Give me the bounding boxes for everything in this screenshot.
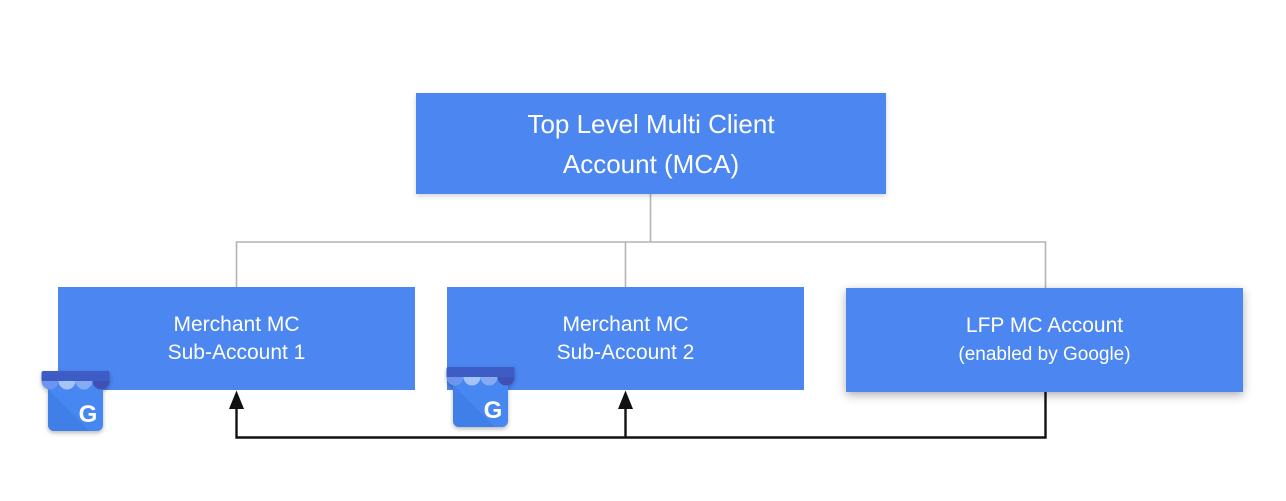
children-connector-line bbox=[235, 241, 1047, 288]
node-top-level-mca: Top Level Multi Client Account (MCA) bbox=[416, 93, 886, 194]
node-label-line2: (enabled by Google) bbox=[958, 343, 1131, 365]
node-label-line1: Merchant MC bbox=[173, 312, 300, 336]
awning-scallop-4 bbox=[92, 381, 110, 390]
node-label-line1: Top Level Multi Client bbox=[527, 108, 775, 139]
awning-scallop-2 bbox=[58, 381, 76, 390]
google-g-letter: G bbox=[484, 397, 503, 424]
node-label-line2: Account (MCA) bbox=[562, 148, 740, 179]
lfp-feed-arrow-line bbox=[235, 392, 1047, 439]
node-label-line2: Sub-Account 1 bbox=[167, 340, 306, 364]
store-body-fold bbox=[48, 389, 90, 431]
google-my-business-icon: G bbox=[446, 367, 515, 427]
node-label-line1: LFP MC Account bbox=[965, 313, 1124, 337]
awning-scallop-3 bbox=[75, 381, 93, 390]
awning-scallop-2 bbox=[463, 377, 481, 386]
google-g-letter: G bbox=[79, 401, 98, 428]
node-merchant-sub-account-1: Merchant MC Sub-Account 1 bbox=[58, 287, 415, 390]
awning-band bbox=[41, 371, 110, 382]
google-my-business-icon: G bbox=[41, 371, 110, 431]
node-label-line1: Merchant MC bbox=[562, 312, 689, 336]
awning-scallop-3 bbox=[480, 377, 498, 386]
sub2-arrowhead-icon bbox=[618, 390, 633, 409]
node-label-line2: Sub-Account 2 bbox=[556, 340, 695, 364]
awning-band bbox=[446, 367, 515, 378]
store-body-fold bbox=[453, 385, 495, 427]
node-lfp-mc-account: LFP MC Account (enabled by Google) bbox=[846, 288, 1243, 392]
sub1-arrowhead-icon bbox=[229, 390, 244, 409]
awning-scallop-1 bbox=[41, 381, 59, 390]
awning-scallop-4 bbox=[497, 377, 515, 386]
awning-scallop-1 bbox=[446, 377, 464, 386]
